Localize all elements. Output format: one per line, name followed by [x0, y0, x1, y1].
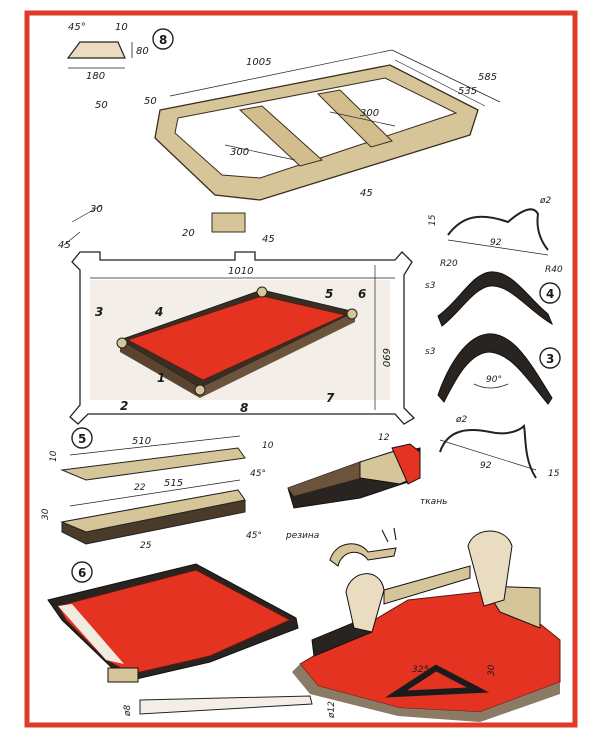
fabric-label: ткань	[420, 497, 447, 507]
part-label-7: 7	[326, 391, 335, 405]
rubber-arch-3: s3 90° 3	[425, 333, 561, 405]
part-label-3: 3	[95, 305, 103, 319]
part-label-1: 1	[157, 371, 165, 385]
fig3-angle: 90°	[486, 375, 502, 385]
wire-bottom-diam: ø2	[455, 415, 468, 425]
rail1-top: 10	[262, 441, 274, 451]
red-border	[24, 10, 578, 728]
fig3-s: s3	[425, 347, 436, 357]
part-label-6: 6	[358, 287, 366, 301]
cushion-dim: 12	[378, 433, 390, 443]
rail1-length: 510	[132, 436, 151, 447]
part-label-8: 8	[240, 401, 248, 415]
cloth-board-6: 6	[47, 561, 299, 683]
corner-c: 20	[182, 228, 195, 239]
corner-a: 30	[90, 204, 103, 215]
profile-angle: 45°	[68, 22, 86, 33]
wood-frame: 1005 585 535 50 50 300 300 45	[95, 49, 501, 233]
rail2-height: 30	[41, 508, 51, 520]
profile-section: 45° 10 80 180 8	[66, 22, 174, 82]
fig3-number: 3	[546, 352, 554, 366]
profile-width: 180	[86, 71, 105, 82]
part-label-2: 2	[120, 399, 128, 413]
rail1-angle: 45°	[250, 469, 266, 479]
fig6-number: 6	[78, 566, 86, 580]
rubber-label: резина	[285, 531, 319, 541]
pocket-d2: 30	[487, 664, 497, 676]
wire-top-width: 92	[490, 238, 502, 248]
rubber-arch-4: R20 R40 s3 4	[425, 259, 563, 327]
pocket-d1: 325	[412, 665, 429, 675]
pocket-assembly: 325 30	[292, 530, 561, 722]
profile-height: 80	[136, 46, 149, 57]
fig5-number: 5	[78, 432, 86, 446]
rails-5: 5 510 10 10 45° 22 515 30 45° 25	[41, 427, 274, 551]
fig4-s: s3	[425, 281, 436, 291]
frame-offset-a: 50	[95, 100, 108, 111]
frame-length: 1005	[246, 57, 271, 68]
wire-top-diam: ø2	[539, 196, 552, 206]
frame-width-outer: 585	[478, 72, 497, 83]
cushion-block: 12 ткань резина	[285, 433, 447, 541]
bracket	[329, 527, 397, 567]
wire-bottom-height: 15	[548, 469, 560, 479]
rail1-height: 10	[49, 450, 59, 462]
rail2-angle: 45°	[246, 531, 262, 541]
fig8-number: 8	[159, 33, 167, 47]
wire-clip-top: ø2 15 92	[428, 196, 552, 256]
table-width: 690	[380, 348, 391, 367]
fig4-r1: R20	[440, 259, 458, 269]
profile-top: 10	[115, 22, 128, 33]
cue-d1: ø8	[123, 704, 133, 717]
fig4-number: 4	[546, 287, 554, 301]
cue-rod: ø8 ø12	[123, 695, 337, 719]
frame-leg: 45	[360, 188, 373, 199]
frame-offset-b: 50	[144, 96, 157, 107]
rail2-width: 25	[140, 541, 152, 551]
frame-span-1: 300	[230, 147, 249, 158]
wire-bottom-width: 92	[480, 461, 492, 471]
wire-top-height: 15	[428, 214, 438, 226]
wire-clip-bottom: ø2 92 15	[439, 415, 560, 479]
frame-width-inner: 535	[458, 86, 477, 97]
fig4-r2: R40	[545, 265, 563, 275]
table-plan: 1010 690 30 45 20 45 1 2 3 4 5 6 7 8	[58, 204, 416, 425]
corner-b: 45	[58, 240, 71, 251]
cue-d2: ø12	[327, 701, 337, 719]
table-length: 1010	[228, 266, 253, 277]
corner-d: 45	[262, 234, 275, 245]
part-label-5: 5	[325, 287, 333, 301]
frame-span-2: 300	[360, 108, 379, 119]
rail2-length: 515	[164, 478, 183, 489]
part-label-4: 4	[154, 305, 163, 319]
rail1-width: 22	[134, 483, 146, 493]
